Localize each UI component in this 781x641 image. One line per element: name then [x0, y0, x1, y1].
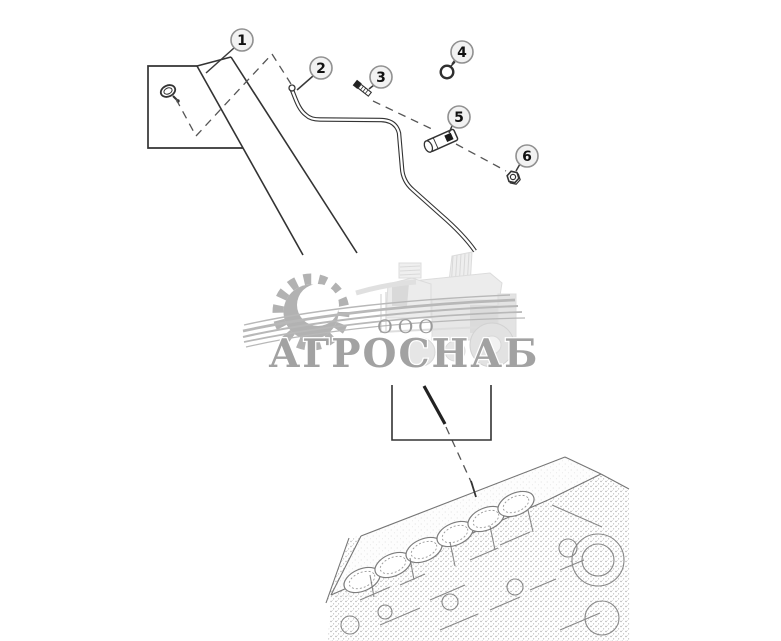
assembly-dash-lines: [175, 53, 507, 487]
callout-leader-6: [515, 163, 521, 172]
dipstick-shaft-band: [196, 56, 358, 256]
nut-part: [506, 170, 521, 185]
dipstick-detail-box: [147, 56, 358, 256]
callout-leader-1: [205, 47, 235, 74]
detail-tube-segment: [422, 385, 447, 425]
callout-bubble-2[interactable]: 2: [309, 56, 333, 80]
callout-bubble-5[interactable]: 5: [447, 105, 471, 129]
callout-bubble-6[interactable]: 6: [515, 144, 539, 168]
dipstick-ring-icon: [159, 84, 180, 103]
callout-number-1: 1: [237, 33, 247, 49]
block-front-face: [328, 474, 630, 641]
callout-number-5: 5: [454, 110, 464, 126]
bolt-part: [352, 79, 373, 97]
clamp-part: [439, 61, 456, 80]
cylinder-bores: [343, 490, 535, 594]
dash-bracket-to-nut: [455, 143, 507, 172]
watermark-company-name: АГРОСНАБ: [269, 331, 540, 377]
engine-block: [325, 456, 630, 641]
watermark-swoosh: [242, 294, 526, 348]
oil-dipstick-tube: [288, 84, 477, 253]
callout-number-6: 6: [522, 149, 532, 165]
dash-bolt-to-bracket: [372, 100, 437, 132]
callout-number-4: 4: [457, 45, 467, 61]
callout-leader-5: [448, 125, 453, 134]
dash-dipstick-to-tube: [175, 53, 292, 137]
dash-detailbox-to-block: [445, 426, 474, 487]
detail-view-rect: [391, 385, 492, 441]
bracket-part: [423, 128, 459, 153]
tube-open-end: [288, 84, 296, 92]
callout-number-3: 3: [376, 70, 386, 86]
callout-bubble-4[interactable]: 4: [450, 40, 474, 64]
callout-number-2: 2: [316, 61, 326, 77]
callout-bubble-1[interactable]: 1: [230, 28, 254, 52]
callout-bubble-3[interactable]: 3: [369, 65, 393, 89]
block-casting-details: [340, 504, 625, 636]
callout-leader-2: [296, 75, 314, 91]
watermark-org-form: ООО: [377, 316, 439, 338]
cylinder-bore: [497, 490, 535, 518]
watermark: ООО АГРОСНАБ: [242, 251, 540, 378]
